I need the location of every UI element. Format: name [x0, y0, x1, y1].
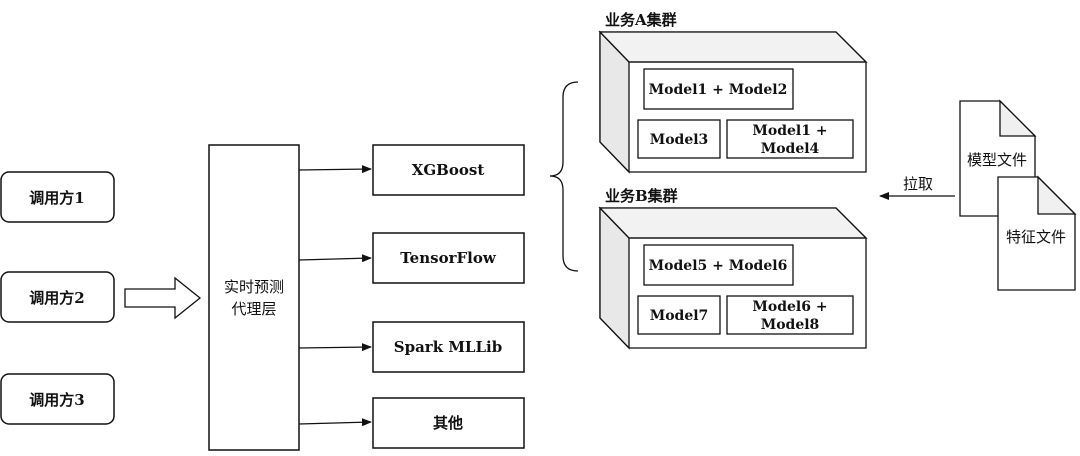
caller-2-label: 调用方2: [29, 289, 84, 307]
cluster-a-model-right: Model1 + Model4: [726, 119, 854, 159]
engine-xgboost: XGBoost: [372, 144, 525, 196]
cluster-a-model-left: Model3: [637, 119, 721, 159]
cluster-a-model-top: Model1 + Model2: [643, 68, 794, 110]
engine-spark-label: Spark MLLib: [394, 338, 502, 356]
feature-file-label: 特征文件: [1006, 228, 1066, 246]
cluster-brace: [549, 81, 579, 272]
arrow-to-spark: [298, 343, 372, 352]
proxy-layer-line1: 实时预测: [224, 278, 284, 296]
caller-1-label: 调用方1: [29, 189, 84, 207]
arrow-to-other: [298, 418, 372, 427]
cluster-a-model-left-label: Model3: [650, 132, 709, 148]
cluster-b-model-top: Model5 + Model6: [643, 244, 794, 286]
cluster-b-model-right-line1: Model6 +: [752, 299, 827, 315]
cluster-b-model-right: Model6 + Model8: [726, 295, 854, 335]
cluster-a-model-top-label: Model1 + Model2: [649, 82, 788, 98]
arrow-to-tensorflow: [298, 254, 372, 263]
feature-file-document: 特征文件: [997, 175, 1077, 291]
engine-other: 其他: [372, 397, 525, 449]
cluster-b-model-left-label: Model7: [650, 308, 709, 324]
engine-spark: Spark MLLib: [372, 321, 525, 373]
cluster-b-model-left: Model7: [637, 295, 721, 335]
cluster-b-model-right-line2: Model8: [761, 317, 820, 333]
cluster-b-model-top-label: Model5 + Model6: [649, 258, 788, 274]
model-file-label: 模型文件: [967, 151, 1027, 169]
cluster-a-model-right-line1: Model1 +: [752, 123, 827, 139]
request-block-arrow: [124, 276, 202, 320]
proxy-layer: 实时预测 代理层: [208, 144, 300, 451]
engine-tensorflow-label: TensorFlow: [400, 249, 497, 267]
engine-other-label: 其他: [433, 414, 463, 432]
cluster-b-title: 业务B集群: [605, 187, 678, 205]
engine-xgboost-label: XGBoost: [412, 161, 485, 179]
caller-1: 调用方1: [0, 171, 115, 223]
caller-3-label: 调用方3: [29, 391, 84, 409]
cluster-a-title: 业务A集群: [605, 11, 677, 29]
caller-2: 调用方2: [0, 271, 115, 323]
proxy-layer-line2: 代理层: [231, 300, 276, 318]
pull-label: 拉取: [903, 175, 933, 193]
cluster-a-model-right-line2: Model4: [761, 141, 820, 157]
caller-3: 调用方3: [0, 373, 115, 425]
arrow-to-xgboost: [298, 165, 372, 174]
engine-tensorflow: TensorFlow: [372, 232, 525, 284]
